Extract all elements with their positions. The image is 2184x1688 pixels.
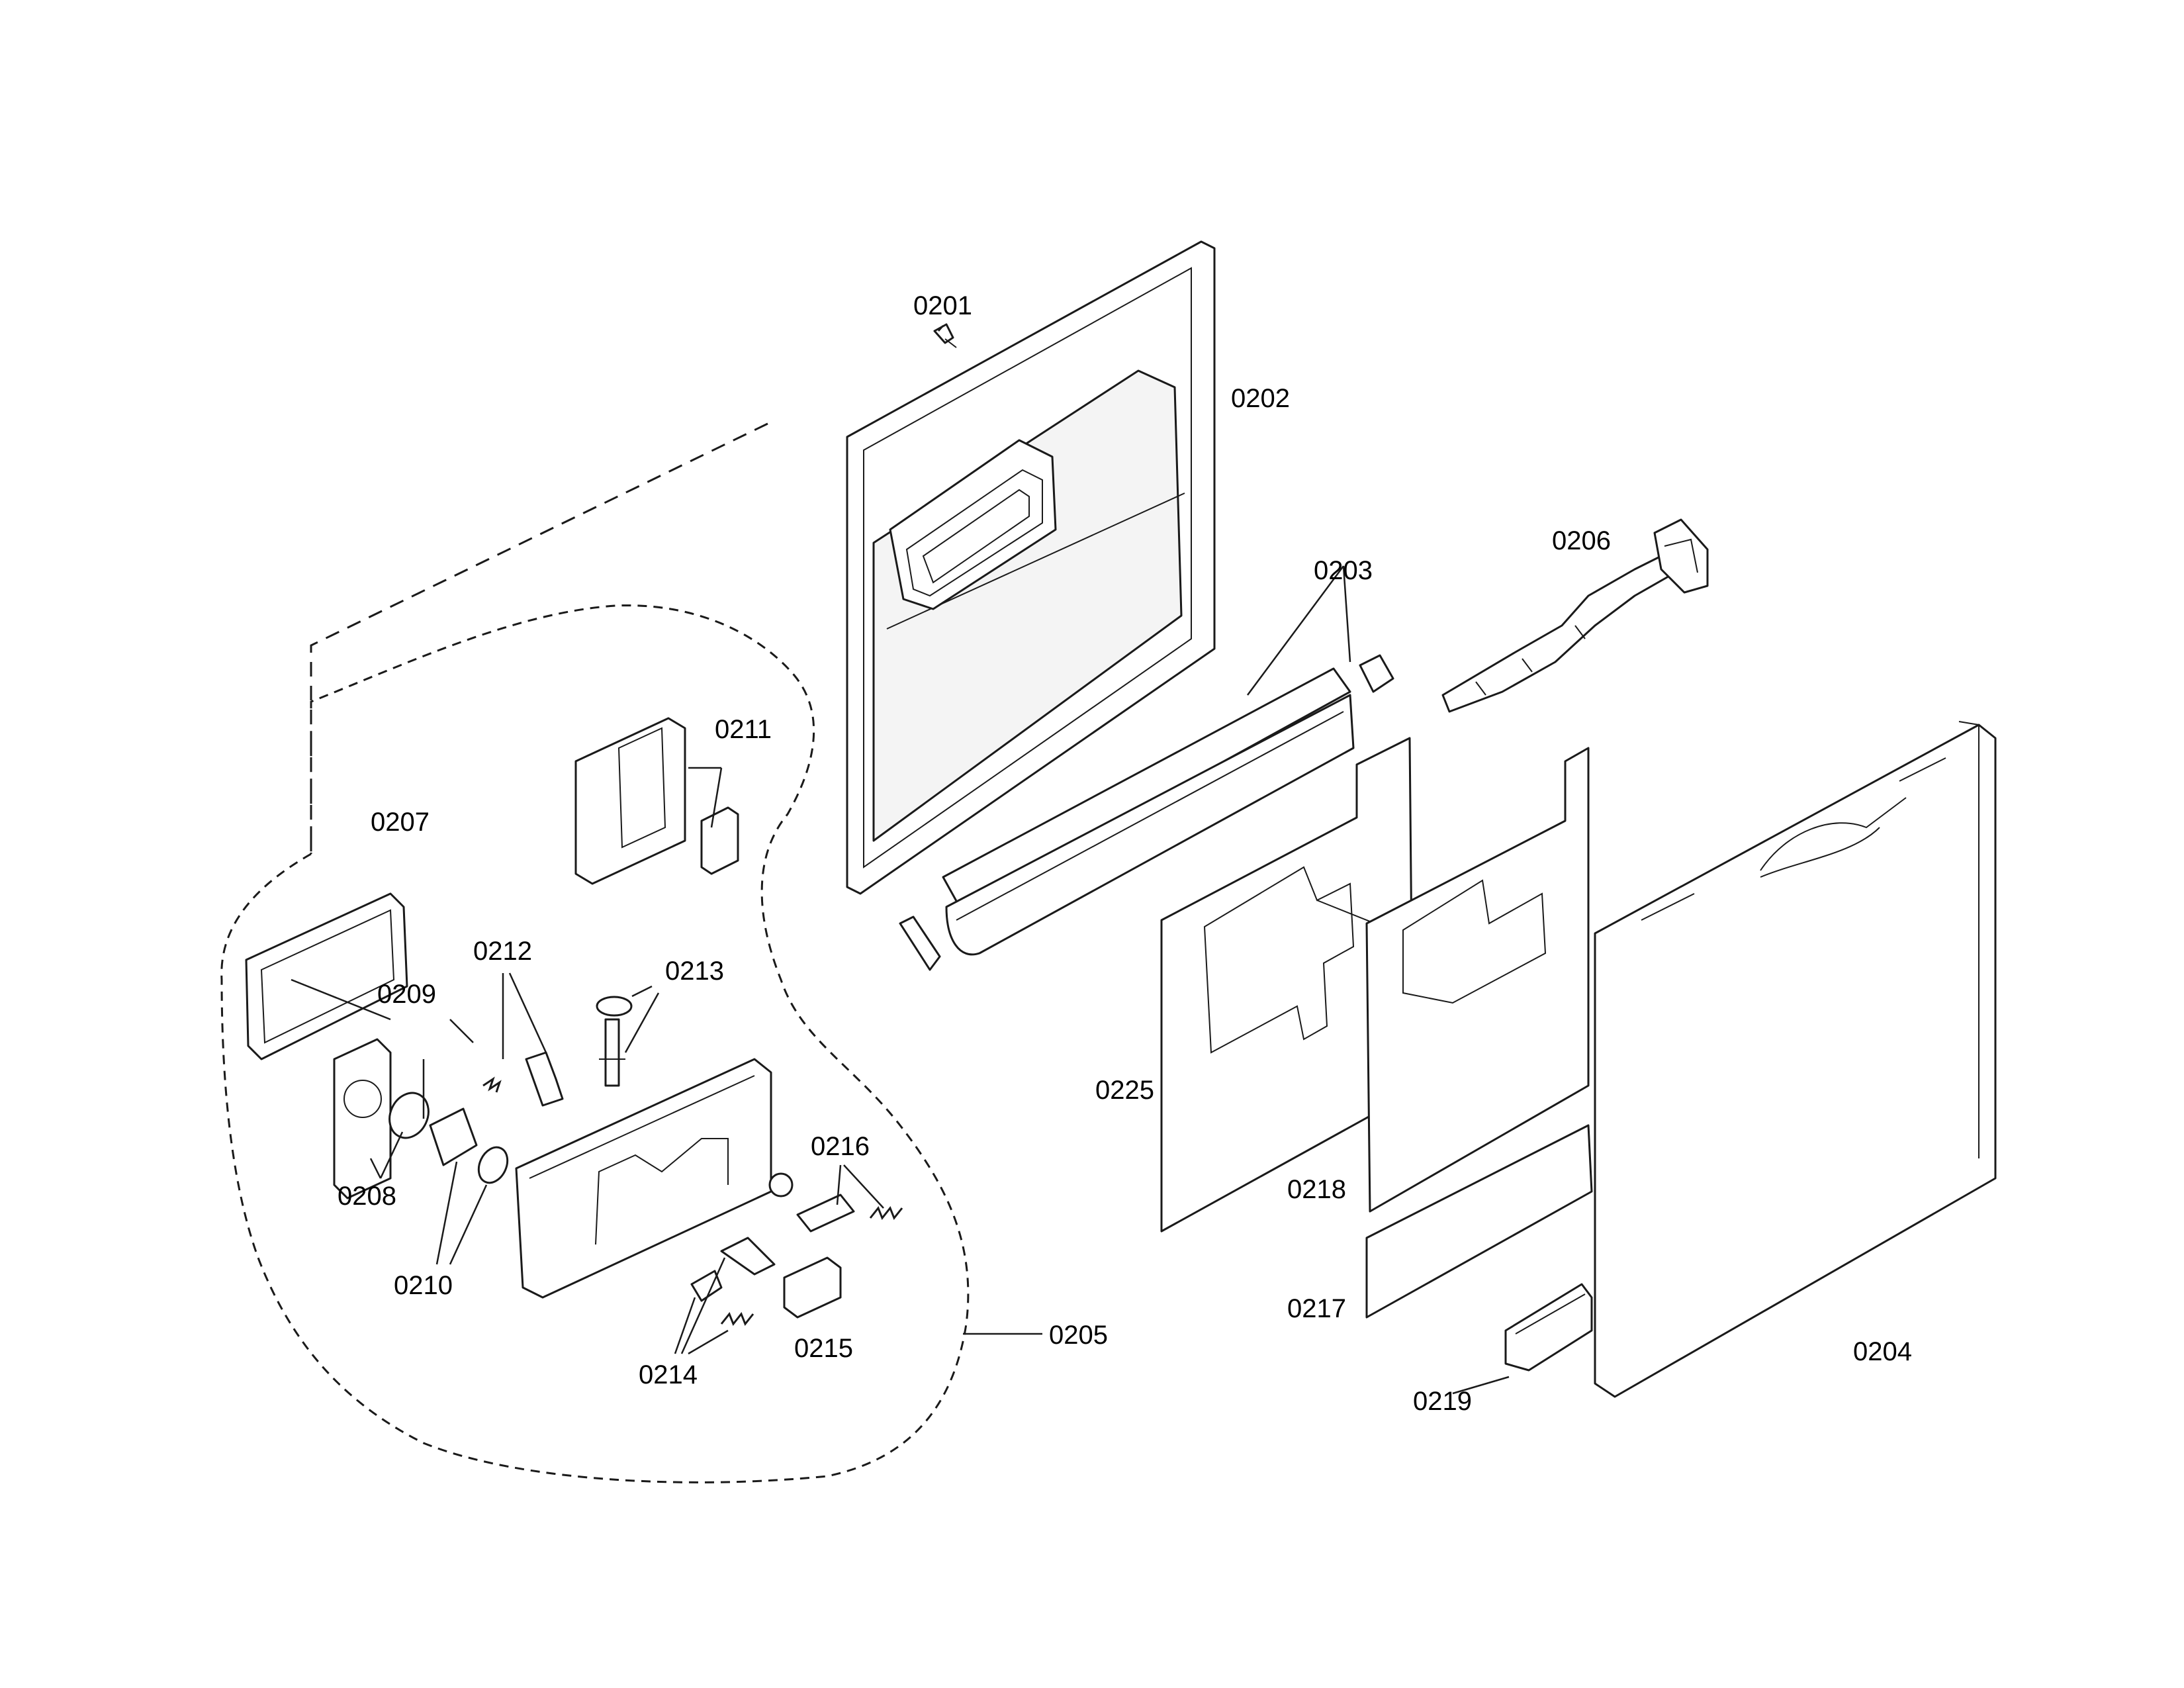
callout-0207: 0207	[371, 808, 430, 837]
leader-lines	[291, 325, 1510, 1395]
part-0215-switch	[783, 1256, 842, 1319]
leader-0219	[1452, 1376, 1510, 1395]
callout-0218: 0218	[1287, 1175, 1346, 1204]
assembly-boundary-0205	[220, 604, 970, 1483]
part-0208-lid	[333, 1038, 392, 1199]
callout-0211: 0211	[715, 715, 772, 744]
leader-0211	[688, 767, 723, 828]
callout-0208: 0208	[338, 1182, 396, 1211]
part-0225-insulation	[1160, 737, 1414, 1233]
leader-0212	[502, 972, 547, 1059]
part-0207-frame	[245, 892, 408, 1060]
callout-0202: 0202	[1231, 384, 1290, 413]
part-0203-rail	[899, 654, 1394, 971]
leader-0201	[938, 325, 944, 332]
part-0206-bracket	[1441, 518, 1709, 713]
leader-0203	[1246, 565, 1351, 696]
part-0219-handle	[1504, 1283, 1593, 1372]
leader-0213	[624, 985, 660, 1053]
part-0202-inner-door	[846, 240, 1216, 895]
part-0217-strip	[1365, 1124, 1593, 1319]
callout-0219: 0219	[1413, 1387, 1472, 1416]
callout-0206: 0206	[1552, 526, 1611, 555]
callout-0213: 0213	[665, 957, 724, 986]
callout-0209: 0209	[377, 980, 436, 1009]
part-0209-gasket	[388, 1092, 430, 1139]
callout-0203: 0203	[1314, 556, 1373, 585]
dashed-reference-line	[310, 422, 768, 854]
part-0210-nozzle	[429, 1107, 509, 1184]
leader-0210	[435, 1161, 488, 1265]
part-0218-board	[1365, 747, 1590, 1213]
leader-0209-frame	[291, 978, 391, 1021]
part-0214-lever-set	[690, 1237, 776, 1326]
callout-0212: 0212	[473, 937, 532, 966]
leader-0208	[369, 1131, 404, 1179]
leader-0209	[422, 1019, 474, 1119]
part-0212-spring-hook	[482, 1051, 564, 1107]
callout-0210: 0210	[394, 1271, 453, 1300]
part-0211-filter-housing	[574, 717, 739, 885]
callout-0205: 0205	[1049, 1321, 1108, 1350]
callout-0214: 0214	[639, 1360, 698, 1389]
callout-0217: 0217	[1287, 1294, 1346, 1323]
part-0204-outer-door	[1594, 721, 1997, 1398]
callout-0225: 0225	[1095, 1076, 1154, 1105]
callout-0216: 0216	[811, 1132, 870, 1161]
callout-labels: 0201 0202 0203 0206 0211 0207 0212 0213 …	[338, 291, 1912, 1416]
part-0216-lever-set	[768, 1172, 903, 1233]
callout-0201: 0201	[913, 291, 972, 320]
leader-0216	[836, 1164, 884, 1209]
callout-0204: 0204	[1853, 1337, 1912, 1366]
leader-0214	[674, 1257, 729, 1355]
assembly-outline-0205	[220, 422, 970, 1483]
part-0213-plunger	[596, 996, 633, 1087]
part-0201-screw	[933, 323, 957, 348]
callout-0215: 0215	[794, 1334, 853, 1363]
